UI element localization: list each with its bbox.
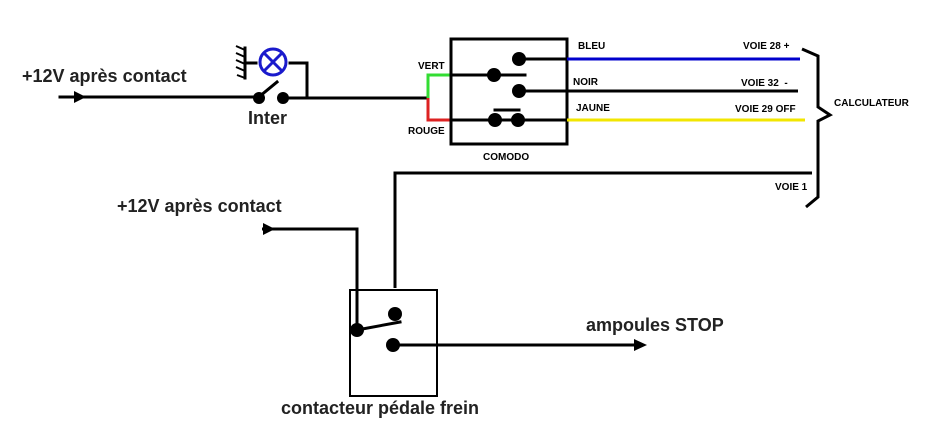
vert-label: VERT [418,61,445,72]
brake-switch-label: contacteur pédale frein [281,398,479,418]
arrow-icon [74,91,86,103]
bleu-label: BLEU [578,41,605,52]
inter-switch [253,79,289,104]
arrow-icon [263,223,275,235]
voie-1-label: VOIE 1 [775,182,808,193]
lamp-icon [258,47,288,77]
ground-icon [235,45,247,80]
bottom-supply-label: +12V après contact [117,196,282,216]
brake-switch-box [349,289,438,397]
calculateur-label: CALCULATEUR [834,98,910,109]
stop-lamps-wire [391,339,647,351]
green-red-wires [426,73,450,122]
inter-label: Inter [248,108,287,128]
top-supply-label: +12V après contact [22,66,187,86]
noir-label: NOIR [573,77,599,88]
lamp-branch [243,61,309,100]
voie-29-label: VOIE 29 OFF [735,104,796,115]
jaune-label: JAUNE [576,103,610,114]
voie-32-label: VOIE 32 - [741,78,788,89]
arrow-icon [634,339,647,351]
comodo-label: COMODO [483,152,529,163]
bottom-supply-wire [262,223,359,328]
ecu-brace [801,47,833,209]
rouge-label: ROUGE [408,126,445,137]
comodo-box [449,37,569,146]
top-supply-wire [58,91,260,103]
voie-1-wire [393,171,812,288]
stop-lamps-label: ampoules STOP [586,315,724,335]
voie-28-label: VOIE 28 + [743,41,790,52]
